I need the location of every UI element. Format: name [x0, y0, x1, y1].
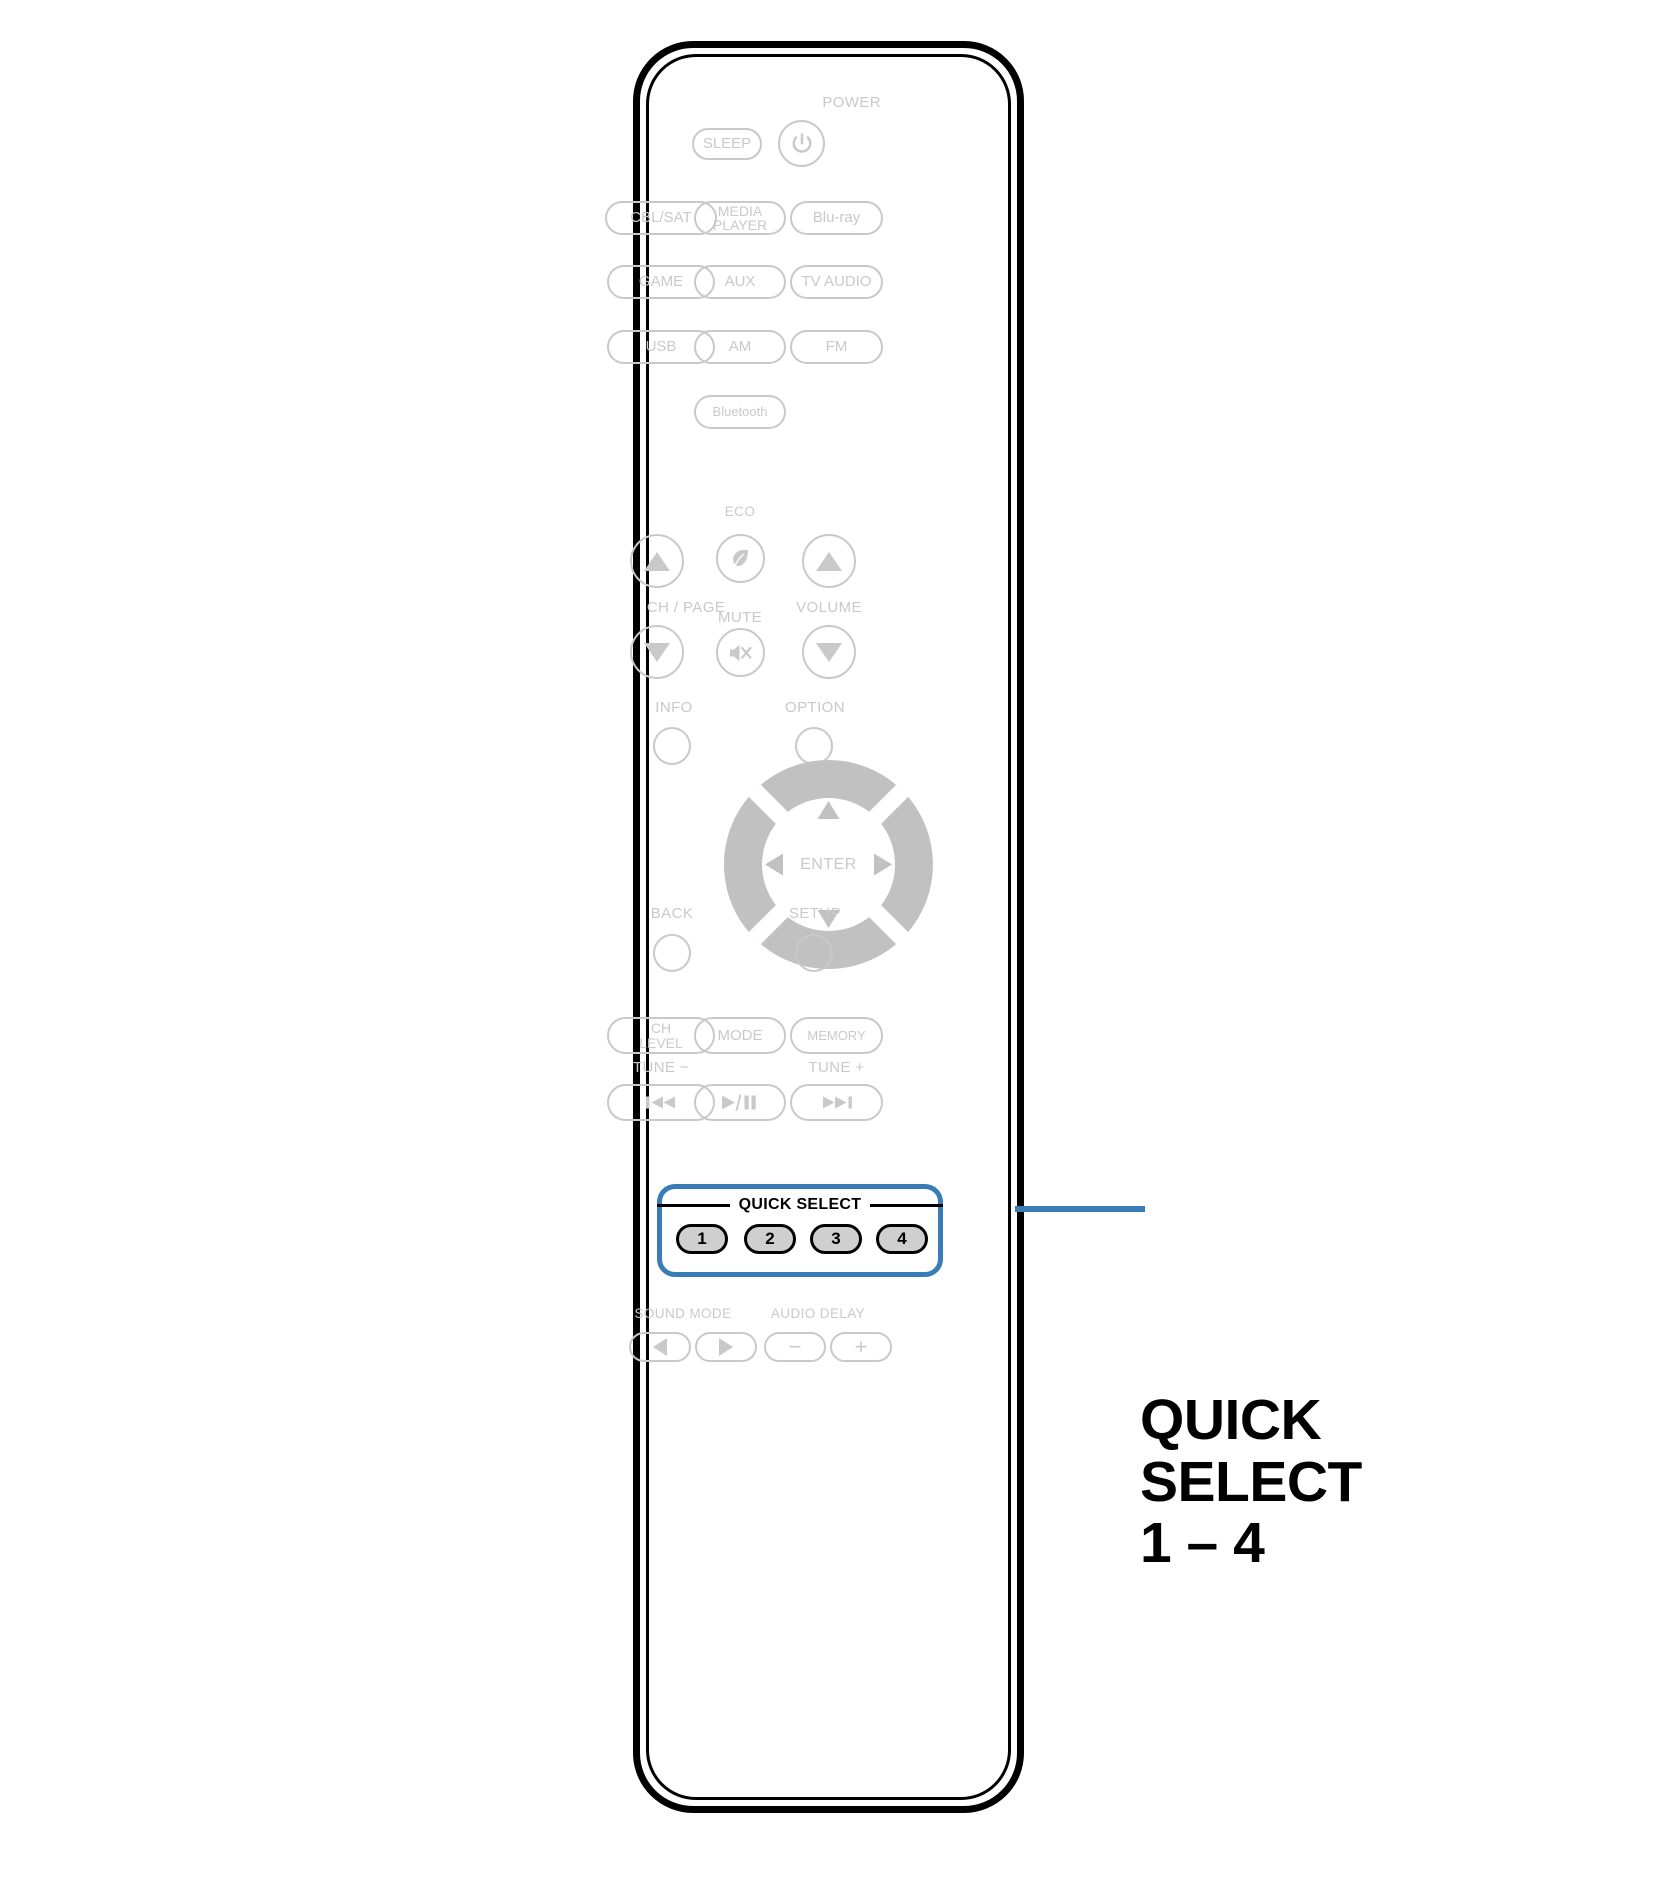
caption-rule-right	[870, 1203, 943, 1207]
audio-delay-label: AUDIO DELAY	[770, 1306, 866, 1321]
callout-line-2: SELECT	[1140, 1449, 1362, 1514]
triangle-right-icon	[874, 853, 892, 876]
info-label: INFO	[655, 699, 693, 716]
sound-mode-next-button[interactable]	[695, 1332, 757, 1362]
power-label: POWER	[822, 94, 881, 111]
navigation-wheel[interactable]	[724, 760, 933, 969]
triangle-left-icon	[765, 853, 783, 876]
eco-label: ECO	[724, 504, 756, 519]
speaker-mute-icon	[729, 644, 751, 661]
audio-delay-plus-button[interactable]: +	[830, 1332, 892, 1362]
triangle-up-icon	[816, 551, 842, 571]
setup-label: SETUP	[788, 905, 841, 922]
callout-line-3: 1 – 4	[1140, 1511, 1265, 1576]
caption-rule-left	[657, 1203, 730, 1207]
quick-select-button-4[interactable]: 4	[876, 1224, 928, 1254]
triangle-left-icon	[653, 1338, 667, 1356]
mute-label: MUTE	[717, 609, 763, 626]
mute-button[interactable]	[716, 628, 765, 677]
sound-mode-prev-button[interactable]	[629, 1332, 691, 1362]
triangle-right-icon	[719, 1338, 733, 1356]
callout-line-1: QUICK	[1140, 1388, 1322, 1452]
triangle-down-icon	[816, 642, 842, 662]
info-button[interactable]	[653, 727, 691, 765]
media-player-line1: MEDIA	[717, 202, 763, 219]
tune-plus-label: TUNE +	[808, 1059, 865, 1076]
ch-level-line2: LEVEL	[639, 1034, 683, 1051]
back-button[interactable]	[653, 934, 691, 972]
tune-minus-label: TUNE −	[632, 1059, 690, 1076]
source-button-tv-audio[interactable]: TV AUDIO	[790, 265, 883, 299]
media-player-line2: PLAYER	[712, 217, 768, 233]
quick-select-caption-text: QUICK SELECT	[738, 1196, 862, 1213]
volume-label: VOLUME	[796, 599, 862, 616]
source-button-media-player[interactable]: MEDIA PLAYER	[694, 201, 786, 235]
back-label: BACK	[650, 905, 694, 922]
triangle-up-icon	[817, 801, 840, 819]
volume-down-button[interactable]	[802, 625, 856, 679]
audio-delay-minus-button[interactable]: −	[764, 1332, 826, 1362]
triangle-down-icon	[644, 642, 670, 662]
skip-next-icon	[822, 1096, 852, 1109]
volume-up-button[interactable]	[802, 534, 856, 588]
play-pause-icon	[722, 1094, 756, 1111]
power-button[interactable]	[778, 120, 825, 167]
skip-previous-button[interactable]	[607, 1084, 715, 1121]
eco-button[interactable]	[716, 534, 765, 583]
triangle-down-icon	[817, 910, 840, 928]
leaf-icon	[733, 549, 748, 569]
quick-select-button-3[interactable]: 3	[810, 1224, 862, 1254]
quick-select-button-2[interactable]: 2	[744, 1224, 796, 1254]
power-icon	[792, 132, 811, 153]
play-pause-button[interactable]	[694, 1084, 786, 1121]
ch-page-down-button[interactable]	[630, 625, 684, 679]
callout-text: QUICK SELECT 1 – 4	[1140, 1388, 1560, 1576]
source-button-fm[interactable]: FM	[790, 330, 883, 364]
ch-level-line1: CH	[650, 1020, 672, 1037]
callout-connector-line	[1015, 1206, 1145, 1212]
source-button-blu-ray[interactable]: Blu-ray	[790, 201, 883, 235]
ch-page-label: CH / PAGE	[646, 599, 726, 616]
skip-previous-icon	[646, 1096, 675, 1109]
ch-page-up-button[interactable]	[630, 534, 684, 588]
skip-next-button[interactable]	[790, 1084, 883, 1121]
source-button-aux[interactable]: AUX	[694, 265, 786, 299]
triangle-up-icon	[644, 551, 670, 571]
mode-button[interactable]: MODE	[694, 1017, 786, 1054]
quick-select-caption: QUICK SELECT	[657, 1194, 943, 1216]
remote-button-panel: POWER SLEEP CBL/SAT MEDIA PLAYER Blu-ray…	[605, 54, 1011, 1800]
setup-button[interactable]	[795, 934, 833, 972]
sound-mode-label: SOUND MODE	[634, 1306, 732, 1321]
memory-button[interactable]: MEMORY	[790, 1017, 883, 1054]
sleep-button[interactable]: SLEEP	[692, 128, 762, 160]
source-button-am[interactable]: AM	[694, 330, 786, 364]
quick-select-button-1[interactable]: 1	[676, 1224, 728, 1254]
option-label: OPTION	[785, 699, 845, 716]
source-button-bluetooth[interactable]: Bluetooth	[694, 395, 786, 429]
